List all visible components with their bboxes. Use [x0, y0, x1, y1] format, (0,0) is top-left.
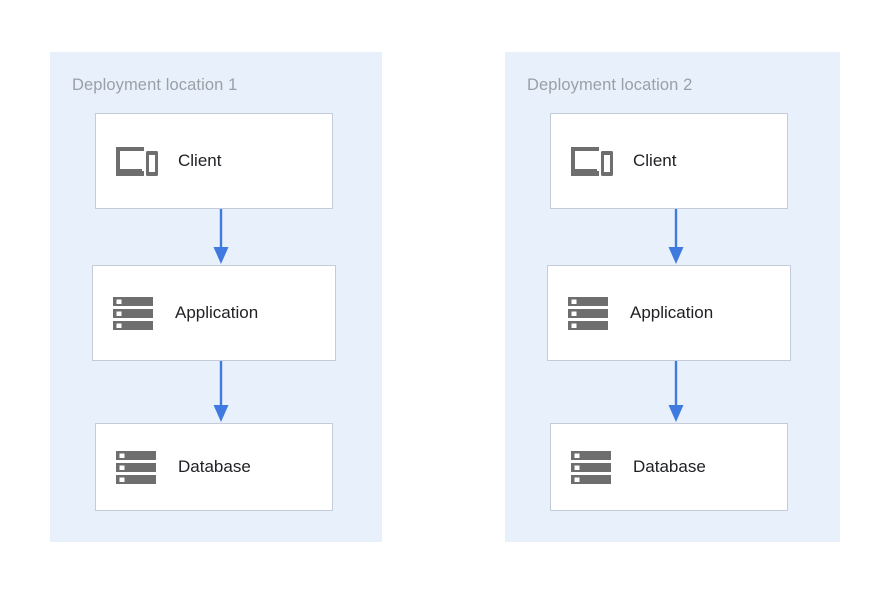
- node-client-1-label: Client: [178, 151, 222, 170]
- node-client-2-label: Client: [633, 151, 677, 170]
- deployment-location-2-title: Deployment location 2: [527, 76, 693, 94]
- deployment-location-2-zone: Deployment location 2 Client: [505, 52, 840, 542]
- node-application-2-label: Application: [630, 303, 714, 322]
- node-database-1-label: Database: [178, 457, 251, 476]
- node-client-1[interactable]: Client: [95, 113, 333, 209]
- deployment-location-1-zone: Deployment location 1 Client: [50, 52, 382, 542]
- devices-icon: [571, 147, 613, 176]
- node-application-1-label: Application: [175, 303, 259, 322]
- arrow-application-to-database-2: [668, 361, 684, 422]
- arrow-client-to-application-1: [213, 209, 229, 264]
- deployment-location-1-title: Deployment location 1: [72, 76, 238, 94]
- node-client-2[interactable]: Client: [550, 113, 788, 209]
- node-database-2[interactable]: Database: [550, 423, 788, 511]
- node-application-1[interactable]: Application: [92, 265, 336, 361]
- arrow-client-to-application-2: [668, 209, 684, 264]
- server-rack-icon: [571, 451, 611, 484]
- node-database-1[interactable]: Database: [95, 423, 333, 511]
- devices-icon: [116, 147, 158, 176]
- node-application-2[interactable]: Application: [547, 265, 791, 361]
- server-rack-icon: [568, 297, 608, 330]
- server-rack-icon: [113, 297, 153, 330]
- arrow-application-to-database-1: [213, 361, 229, 422]
- node-database-2-label: Database: [633, 457, 706, 476]
- server-rack-icon: [116, 451, 156, 484]
